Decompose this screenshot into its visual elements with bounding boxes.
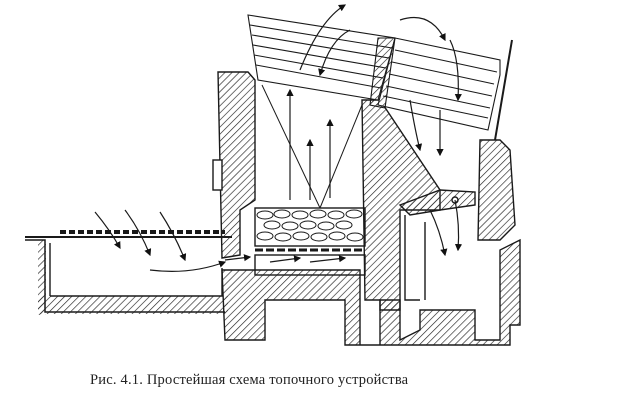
ground-surface	[25, 236, 232, 315]
flame-lines	[261, 84, 363, 209]
boiler-tubes	[247, 14, 513, 141]
rear-wall	[398, 139, 516, 241]
figure-caption: Рис. 4.1. Простейшая схема топочного уст…	[90, 372, 409, 388]
front-wall	[212, 71, 256, 259]
flow-arrows	[94, 4, 463, 272]
fuel-bed	[254, 207, 366, 252]
right-ash-chamber	[404, 215, 426, 301]
